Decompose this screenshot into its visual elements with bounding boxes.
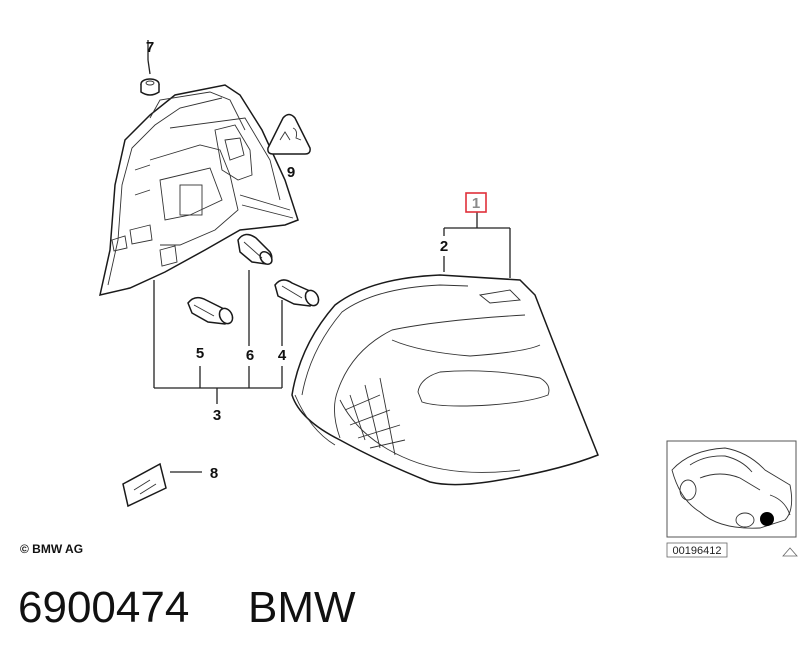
car-location-thumbnail: 00196412 [666,440,798,558]
label-1: 1 [472,195,480,212]
bulb-5 [187,296,234,325]
leader-lines-right [443,212,511,278]
grommet [140,78,160,96]
copyright: © BMW AG [20,542,83,556]
bulb-6 [237,233,273,266]
protective-film [122,462,202,508]
label-3: 3 [213,407,221,424]
label-5: 5 [196,345,204,362]
label-2: 2 [440,238,448,255]
leader-lines-left [147,40,283,404]
part-number: 6900474 [18,583,190,632]
bulb-carrier [99,84,299,297]
label-9: 9 [287,164,295,181]
highlight-box [465,192,487,213]
label-8: 8 [210,465,218,482]
label-7: 7 [146,39,154,56]
brand-name: BMW [248,583,356,632]
label-6: 6 [246,347,254,364]
warning-triangle-icon [267,113,311,155]
diagram-ref: 00196412 [673,545,722,557]
label-4: 4 [278,347,287,364]
tail-light [291,274,599,486]
location-dot [760,512,774,526]
bulb-4 [274,279,320,307]
